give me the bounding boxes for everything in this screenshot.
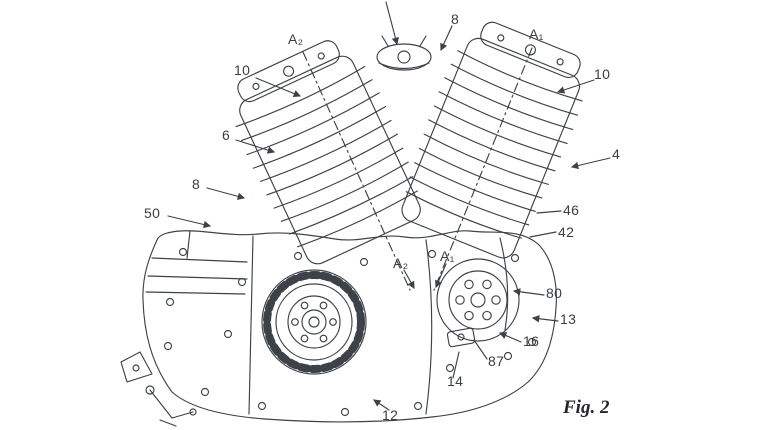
cylinder-axes — [302, 47, 533, 291]
ref-label-8-left: 8 — [192, 176, 201, 192]
ref-label-46: 46 — [563, 202, 580, 218]
ref-label-6: 6 — [222, 127, 231, 143]
crankcase — [142, 230, 557, 423]
fastener-bolts — [163, 247, 537, 417]
ref-label-10-left: 10 — [234, 62, 251, 78]
ref-label-14: 14 — [447, 373, 464, 389]
carburetor — [376, 35, 432, 71]
ref-label-a2-top: A₂ — [288, 31, 304, 47]
right-side-cover — [436, 258, 520, 348]
leader-lines — [167, 1, 611, 411]
ref-label-87: 87 — [488, 353, 505, 369]
left-cylinder — [235, 40, 421, 265]
ref-label-a1-top: A₁ — [529, 26, 544, 42]
ref-label-80: 80 — [546, 285, 563, 301]
ref-label-4: 4 — [612, 146, 621, 162]
ref-label-16: 16 — [523, 333, 540, 349]
ref-label-13: 13 — [560, 311, 577, 327]
ref-label-8-top: 8 — [451, 11, 460, 27]
cam-sprocket — [261, 269, 367, 375]
ref-label-a2-mid: A₂ — [393, 255, 409, 271]
ref-label-a1-mid: A₁ — [440, 248, 455, 264]
ref-label-12: 12 — [382, 407, 399, 423]
mount-bracket — [120, 351, 197, 427]
figure-caption: Fig. 2 — [563, 397, 610, 418]
ref-label-50: 50 — [144, 205, 161, 221]
ref-label-42: 42 — [558, 224, 575, 240]
ref-label-10-right: 10 — [594, 66, 611, 82]
